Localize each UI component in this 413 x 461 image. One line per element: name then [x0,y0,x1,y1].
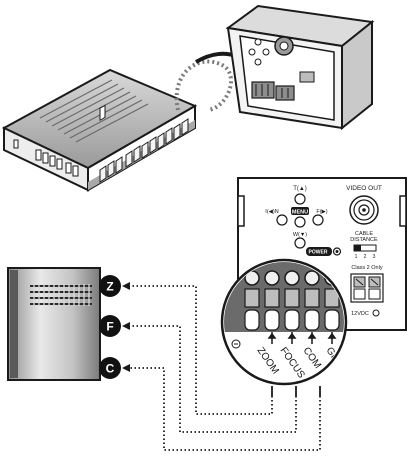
svg-text:MENU: MENU [292,210,308,216]
far-button[interactable]: F(▶) [312,209,328,226]
tele-button[interactable]: T(▲) [293,186,307,205]
svg-text:VIDEO OUT: VIDEO OUT [346,185,382,192]
marker-com: C [99,357,121,379]
wire-focus [128,325,297,433]
power-terminal: Class 2 Only 12VDC [350,265,384,317]
marker-focus: F [99,315,121,337]
controller-side-buttons [99,104,106,122]
svg-text:Z: Z [106,280,113,294]
cable-distance-switch[interactable]: CABLE DISTANCE 1 2 3 [350,231,378,260]
cable-loop [174,59,233,112]
svg-text:1: 1 [355,254,358,260]
camera-body [225,4,375,131]
svg-text:2: 2 [364,254,367,260]
svg-text:T(▲): T(▲) [293,186,307,192]
lens-controller-grille [30,285,92,305]
svg-text:CABLE: CABLE [355,231,373,237]
menu-button[interactable]: MENU [291,207,309,228]
controller-side-keys [99,118,189,183]
wire-zoom [128,285,273,415]
svg-text:POWER: POWER [309,250,328,256]
lens-controller-grille-gaps [33,284,90,306]
svg-text:C: C [106,362,115,376]
wide-button[interactable]: W(▼) [293,232,307,249]
camera-back-panel: T(▲) MENU I(◀)N F(▶) W(▼) POWER VIDEO OU… [237,177,407,331]
svg-text:3: 3 [373,254,376,260]
power-indicator: POWER [306,247,342,256]
marker-zoom: Z [99,275,121,297]
wire-com [128,367,321,451]
svg-text:F(▶): F(▶) [316,209,327,215]
svg-text:F: F [106,320,113,334]
svg-text:DISTANCE: DISTANCE [350,237,378,243]
controller-front-buttons [13,139,79,177]
wire-arrowheads [122,282,130,372]
near-button[interactable]: I(◀)N [265,209,288,226]
terminal-magnifier: ZOOM FOCUS COM GN [220,258,348,386]
lens-controller [7,267,101,381]
controller-box [1,68,198,192]
svg-text:12VDC: 12VDC [351,311,369,317]
svg-text:Class 2 Only: Class 2 Only [351,265,382,271]
svg-text:W(▼): W(▼) [293,232,307,238]
controller-top-vents [39,79,149,143]
video-out-connector[interactable]: VIDEO OUT [346,185,382,225]
terminal-wire-stubs [271,386,321,396]
svg-text:I(◀)N: I(◀)N [265,209,278,215]
